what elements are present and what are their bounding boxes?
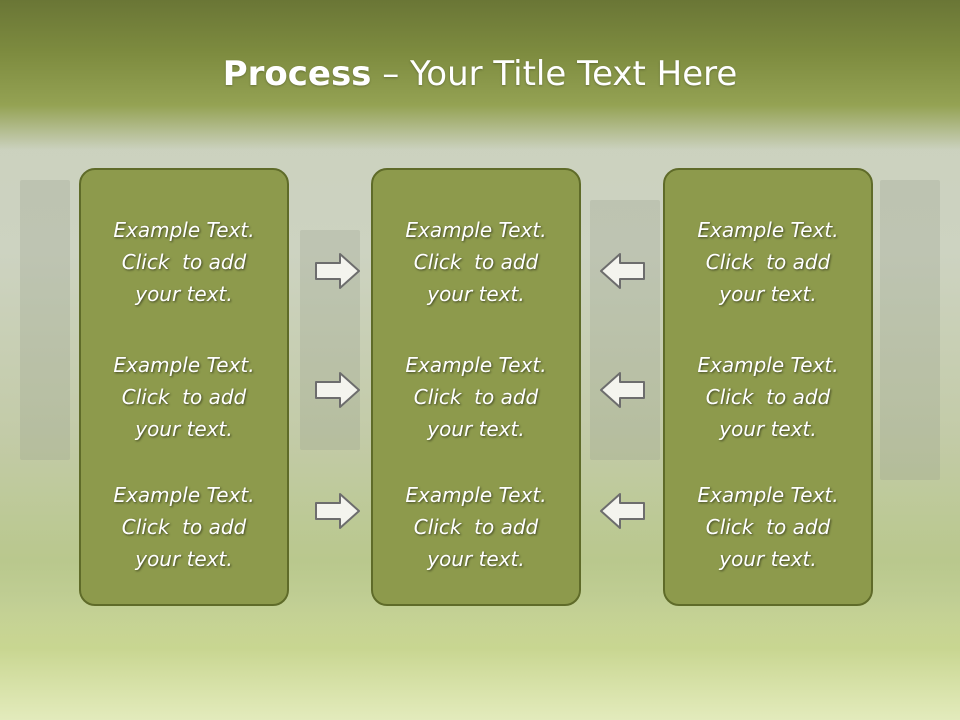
text-line: your text. (427, 547, 525, 571)
arrow-right-icon[interactable] (313, 250, 363, 292)
text-line: Example Text. (113, 483, 255, 507)
text-line: Click to add (705, 385, 831, 409)
text-block[interactable]: Example Text. Click to add your text. (665, 349, 871, 445)
arrow-left-icon[interactable] (597, 369, 647, 411)
text-line: your text. (427, 282, 525, 306)
background-stone (590, 200, 660, 460)
text-line: Click to add (121, 250, 247, 274)
panel-center[interactable]: Example Text. Click to add your text. Ex… (371, 168, 581, 606)
text-block[interactable]: Example Text. Click to add your text. (373, 479, 579, 575)
panel-left[interactable]: Example Text. Click to add your text. Ex… (79, 168, 289, 606)
text-line: Example Text. (113, 353, 255, 377)
text-block[interactable]: Example Text. Click to add your text. (373, 349, 579, 445)
text-line: Click to add (413, 385, 539, 409)
arrow-right-icon[interactable] (313, 369, 363, 411)
text-line: Example Text. (113, 218, 255, 242)
background-stone (880, 180, 940, 480)
text-line: your text. (135, 282, 233, 306)
title-rest: – Your Title Text Here (371, 54, 738, 94)
panel-right[interactable]: Example Text. Click to add your text. Ex… (663, 168, 873, 606)
text-line: Example Text. (697, 218, 839, 242)
text-line: Example Text. (405, 353, 547, 377)
text-block[interactable]: Example Text. Click to add your text. (665, 214, 871, 310)
text-line: your text. (719, 282, 817, 306)
text-line: your text. (135, 417, 233, 441)
slide-title[interactable]: Process – Your Title Text Here (0, 52, 960, 96)
arrow-right-icon[interactable] (313, 490, 363, 532)
text-block[interactable]: Example Text. Click to add your text. (665, 479, 871, 575)
text-line: your text. (719, 417, 817, 441)
text-line: Click to add (413, 250, 539, 274)
arrow-left-icon[interactable] (597, 490, 647, 532)
background-grass (0, 600, 960, 720)
text-line: your text. (427, 417, 525, 441)
title-bar (0, 0, 960, 150)
text-block[interactable]: Example Text. Click to add your text. (81, 479, 287, 575)
text-block[interactable]: Example Text. Click to add your text. (81, 214, 287, 310)
text-line: your text. (719, 547, 817, 571)
text-line: Click to add (121, 515, 247, 539)
text-line: Example Text. (405, 483, 547, 507)
text-line: Click to add (705, 515, 831, 539)
text-line: Click to add (705, 250, 831, 274)
text-line: your text. (135, 547, 233, 571)
text-line: Example Text. (697, 483, 839, 507)
arrow-left-icon[interactable] (597, 250, 647, 292)
text-line: Click to add (121, 385, 247, 409)
text-block[interactable]: Example Text. Click to add your text. (373, 214, 579, 310)
title-bold: Process (222, 54, 372, 94)
text-block[interactable]: Example Text. Click to add your text. (81, 349, 287, 445)
background-stone (20, 180, 70, 460)
text-line: Example Text. (697, 353, 839, 377)
text-line: Click to add (413, 515, 539, 539)
text-line: Example Text. (405, 218, 547, 242)
